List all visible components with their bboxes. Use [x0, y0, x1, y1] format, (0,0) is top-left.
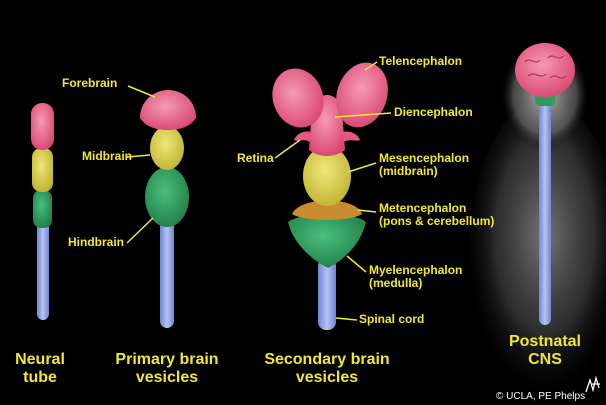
neural-tube-forebrain	[31, 103, 54, 150]
leader-retina	[274, 139, 301, 159]
secondary-telencephalon-left	[272, 68, 324, 128]
primary-vesicles-figure	[140, 90, 196, 328]
primary-hindbrain	[145, 167, 189, 227]
caption-neural-tube-line1: Neural	[15, 351, 65, 368]
caption-primary-line1: Primary brain	[115, 351, 219, 368]
label-metencephalon-sub: (pons & cerebellum)	[379, 214, 495, 228]
caption-postnatal-line1: Postnatal	[508, 333, 581, 350]
label-myelencephalon-main: Myelencephalon	[369, 263, 463, 277]
caption-secondary-line1: Secondary brain	[264, 351, 390, 368]
label-mesencephalon-main: Mesencephalon	[379, 151, 470, 165]
label-myelencephalon: Myelencephalon (medulla)	[369, 264, 462, 290]
secondary-vesicles-figure	[272, 62, 388, 330]
primary-spinal-cord	[160, 205, 174, 328]
copyright-credit: © UCLA, PE Phelps	[496, 391, 586, 402]
secondary-retina-right	[342, 131, 360, 142]
label-spinal-cord: Spinal cord	[359, 312, 425, 326]
neural-tube-midbrain	[32, 148, 53, 192]
primary-forebrain	[140, 90, 196, 130]
label-metencephalon: Metencephalon (pons & cerebellum)	[379, 202, 494, 228]
caption-neural-tube: Neural tube	[5, 351, 75, 387]
secondary-telencephalon-right	[336, 62, 388, 128]
caption-primary-vesicles: Primary brain vesicles	[100, 351, 234, 387]
label-telencephalon: Telencephalon	[379, 54, 463, 68]
neural-tube-spinal	[37, 210, 49, 320]
postnatal-cerebrum	[515, 43, 575, 97]
leader-diencephalon	[334, 112, 392, 118]
label-mesencephalon-sub: (midbrain)	[379, 164, 438, 178]
label-metencephalon-main: Metencephalon	[379, 201, 467, 215]
leader-myelencephalon	[346, 255, 367, 273]
caption-secondary-vesicles: Secondary brain vesicles	[252, 351, 402, 387]
leader-lines	[126, 61, 392, 321]
secondary-retina-left	[294, 131, 312, 142]
label-retina: Retina	[237, 151, 274, 165]
label-midbrain: Midbrain	[82, 149, 132, 163]
label-diencephalon: Diencephalon	[394, 105, 473, 119]
leader-mesencephalon	[347, 162, 377, 173]
postnatal-spinal-cord	[539, 100, 551, 325]
secondary-metencephalon	[292, 200, 362, 220]
caption-neural-tube-line2: tube	[23, 369, 57, 386]
caption-primary-line2: vesicles	[135, 369, 199, 386]
leader-midbrain	[126, 154, 151, 158]
caption-postnatal-cns: Postnatal CNS	[500, 333, 590, 369]
primary-midbrain	[150, 126, 184, 170]
neural-tube-hindbrain	[33, 190, 52, 228]
leader-hindbrain	[126, 217, 154, 244]
label-myelencephalon-sub: (medulla)	[369, 276, 423, 290]
leader-forebrain	[127, 85, 156, 98]
leader-telencephalon	[364, 61, 378, 71]
leader-spinal-cord	[335, 317, 358, 321]
caption-secondary-line2: vesicles	[295, 369, 359, 386]
neural-tube-figure	[31, 103, 54, 320]
secondary-mesencephalon	[303, 146, 351, 206]
label-forebrain: Forebrain	[62, 76, 118, 90]
postnatal-cns-figure	[515, 43, 575, 325]
postnatal-cerebrum-folds	[524, 55, 567, 79]
secondary-myelencephalon	[288, 214, 366, 268]
caption-postnatal-line2: CNS	[528, 351, 562, 368]
leader-metencephalon	[357, 209, 377, 213]
signature-mark	[585, 375, 600, 393]
label-mesencephalon: Mesencephalon (midbrain)	[379, 152, 469, 178]
secondary-spinal-cord	[318, 258, 336, 330]
label-hindbrain: Hindbrain	[68, 235, 124, 249]
